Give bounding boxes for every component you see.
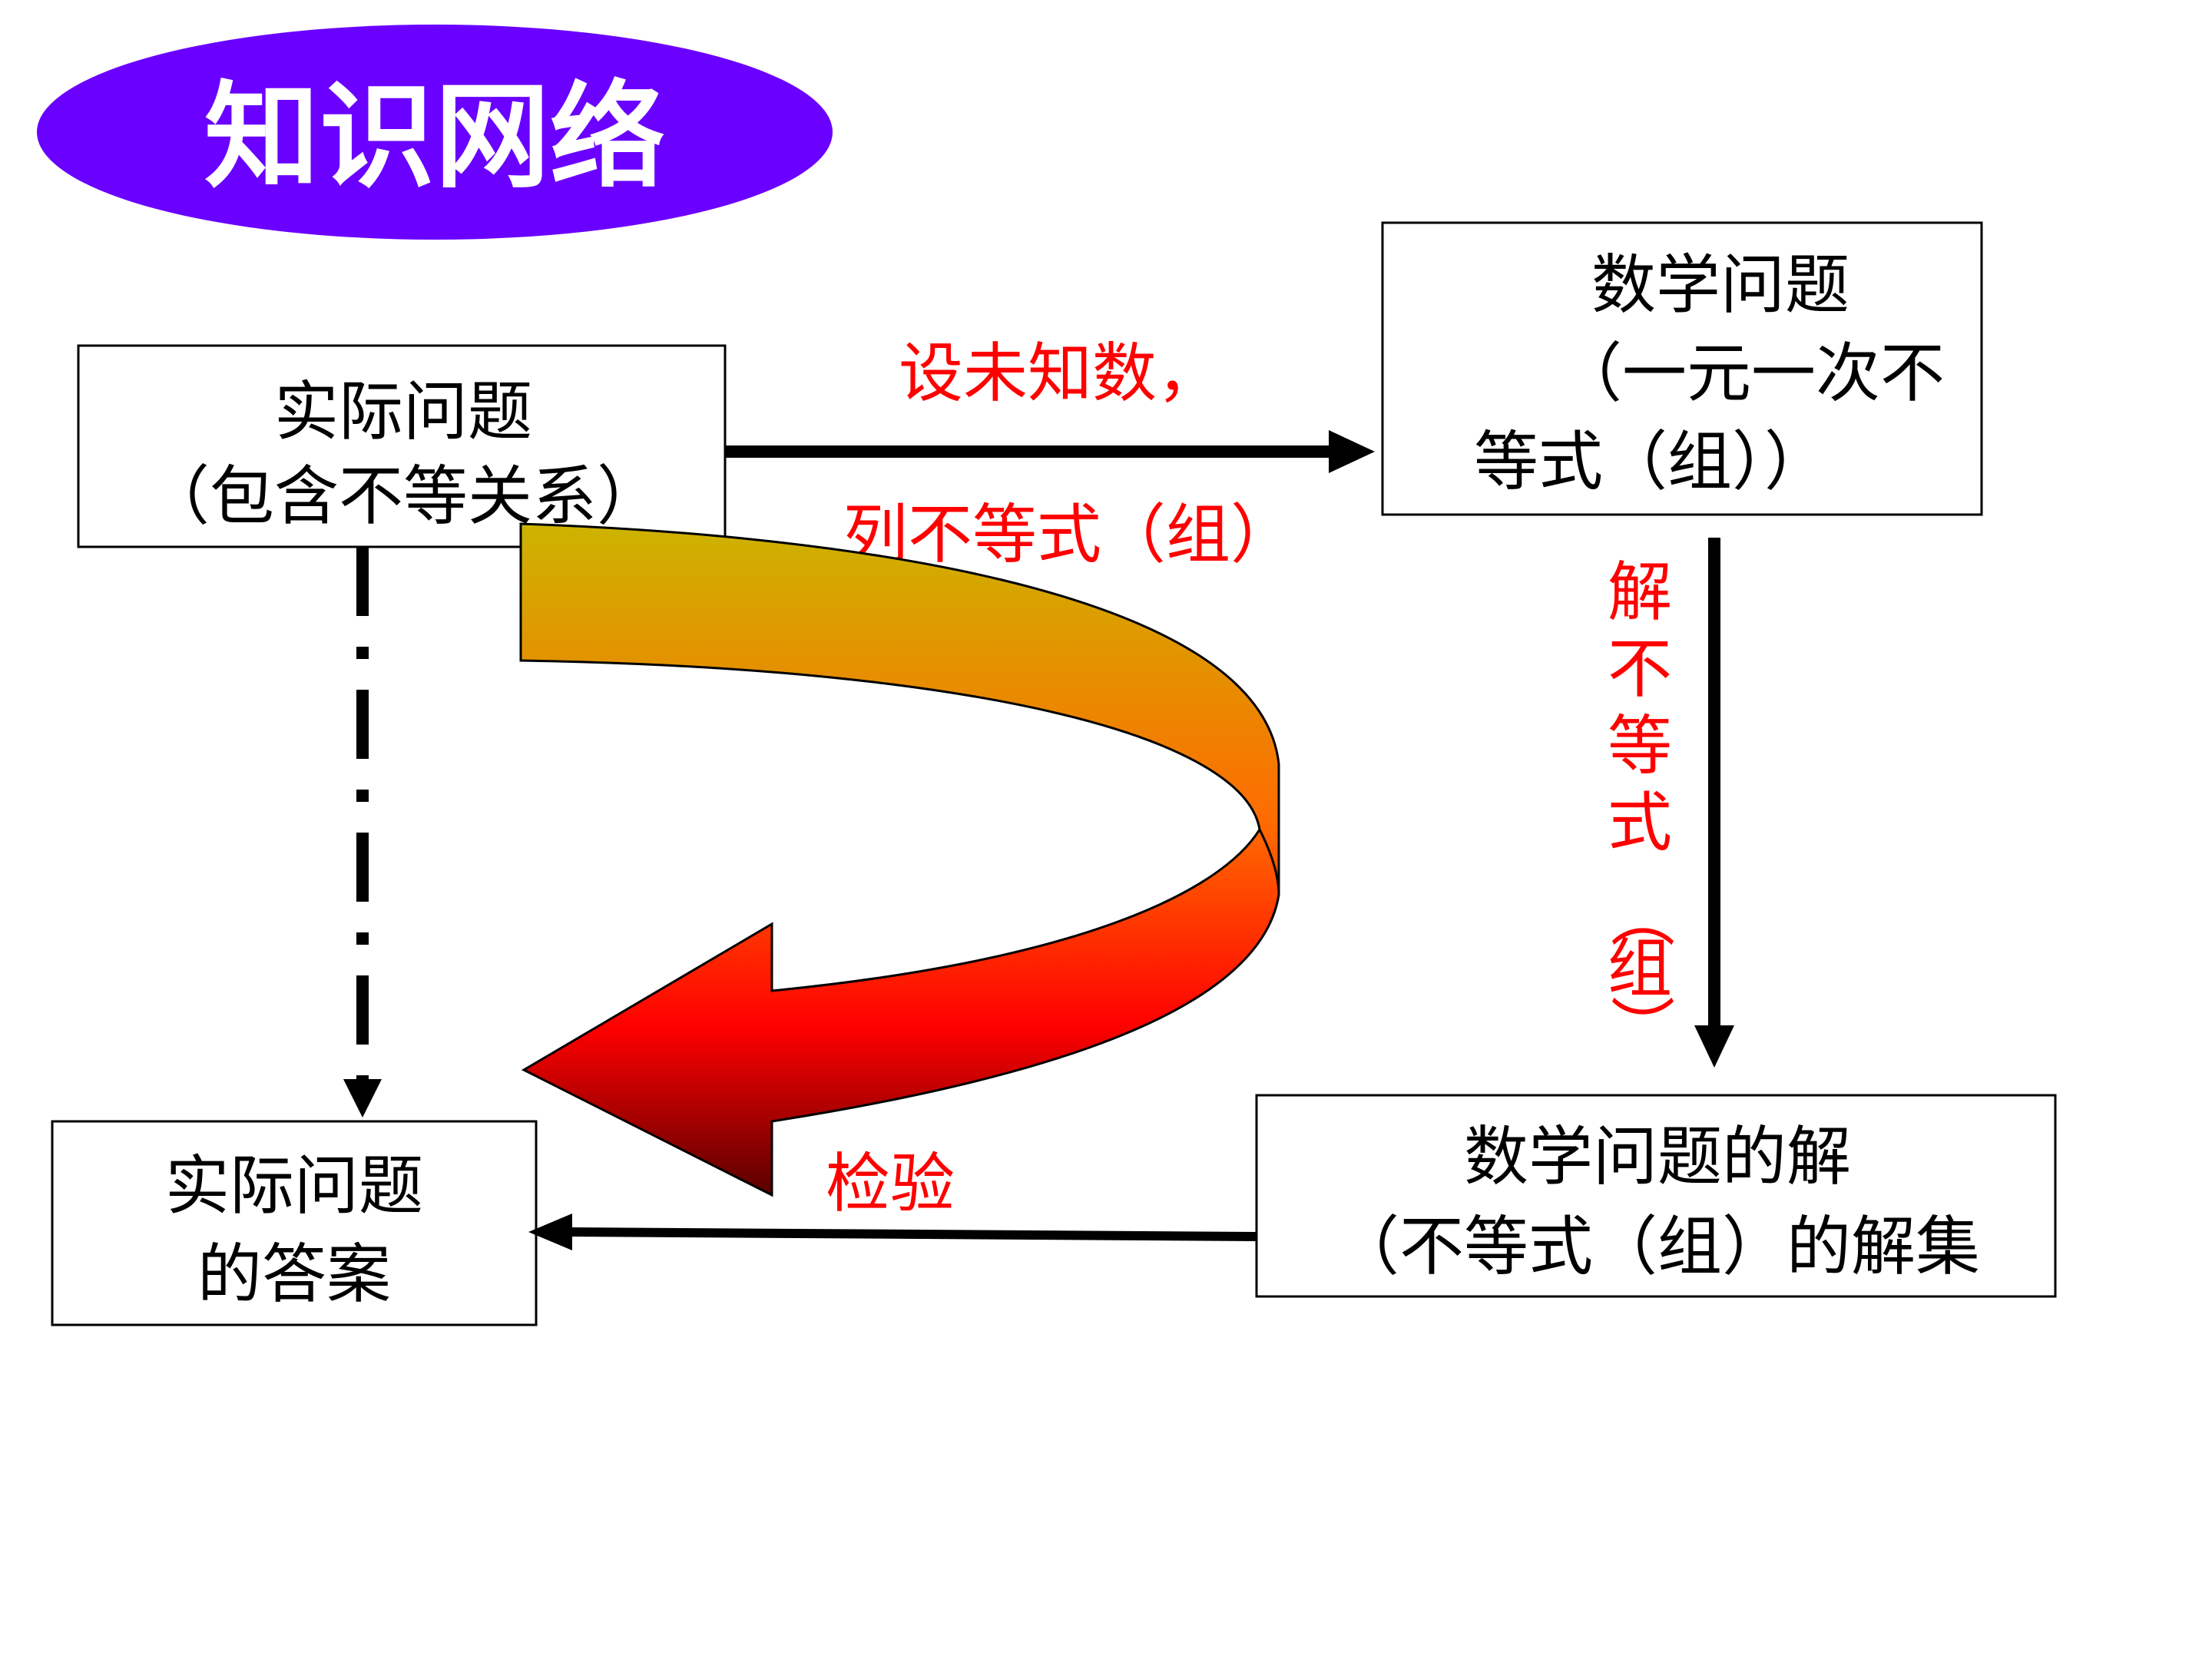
arrow-verify (528, 1214, 1257, 1250)
math-problem-box: 数学问题 （一元一次不 等式（组）） (1381, 221, 1983, 516)
label-solve-char: 解 (1608, 555, 1672, 630)
real-problem-box: 实际问题 （包含不等关系） (77, 344, 727, 548)
math-problem-line3: 等式（组）） (1474, 424, 1829, 499)
arrow-solve (1694, 538, 1734, 1068)
label-set-unknown: 设未知数， (899, 336, 1221, 411)
curved-arrow-fold (1258, 829, 1280, 896)
label-list-inequality: 列不等式（组） (843, 497, 1295, 572)
real-problem-line1: 实际问题 (274, 374, 532, 449)
math-problem-line2: （一元一次不 (1558, 336, 1945, 411)
label-solve-char: 不 (1608, 631, 1672, 707)
label-solve-char: 组 (1608, 931, 1672, 1006)
math-problem-line1: 数学问题 (1591, 247, 1849, 323)
label-solve-char: 式 (1608, 785, 1672, 860)
label-solve-char: （ (1603, 883, 1678, 948)
real-answer-line2: 的答案 (197, 1237, 391, 1312)
arrow-formulate (725, 430, 1375, 473)
arrow-solve-head (1694, 1025, 1734, 1068)
arrow-dashdot-head (343, 1079, 382, 1118)
curved-return-arrow (519, 522, 1280, 1197)
real-answer-box: 实际问题 的答案 (51, 1120, 538, 1326)
arrow-formulate-head (1329, 430, 1375, 473)
label-solve-char: ） (1603, 995, 1678, 1059)
title-text: 知识网络 (204, 71, 665, 204)
real-problem-line2: （包含不等关系） (145, 459, 661, 534)
math-solution-line1: 数学问题的解 (1464, 1119, 1851, 1194)
label-verify: 检验 (826, 1146, 955, 1221)
math-solution-line2: （不等式（组）的解集 (1335, 1209, 1980, 1284)
label-solve-char: 等 (1608, 708, 1672, 783)
title-ellipse (37, 25, 833, 240)
real-answer-frame (51, 1120, 538, 1326)
arrow-dashdot (343, 547, 382, 1118)
real-answer-line1: 实际问题 (165, 1148, 423, 1224)
math-solution-box: 数学问题的解 （不等式（组）的解集 (1255, 1094, 2057, 1298)
curved-arrow-shape (519, 522, 1280, 1197)
math-solution-frame (1255, 1094, 2057, 1298)
title-badge: 知识网络 (37, 25, 833, 240)
arrow-verify-line (571, 1227, 1257, 1241)
arrow-verify-head (528, 1214, 572, 1250)
math-problem-frame (1381, 221, 1983, 516)
